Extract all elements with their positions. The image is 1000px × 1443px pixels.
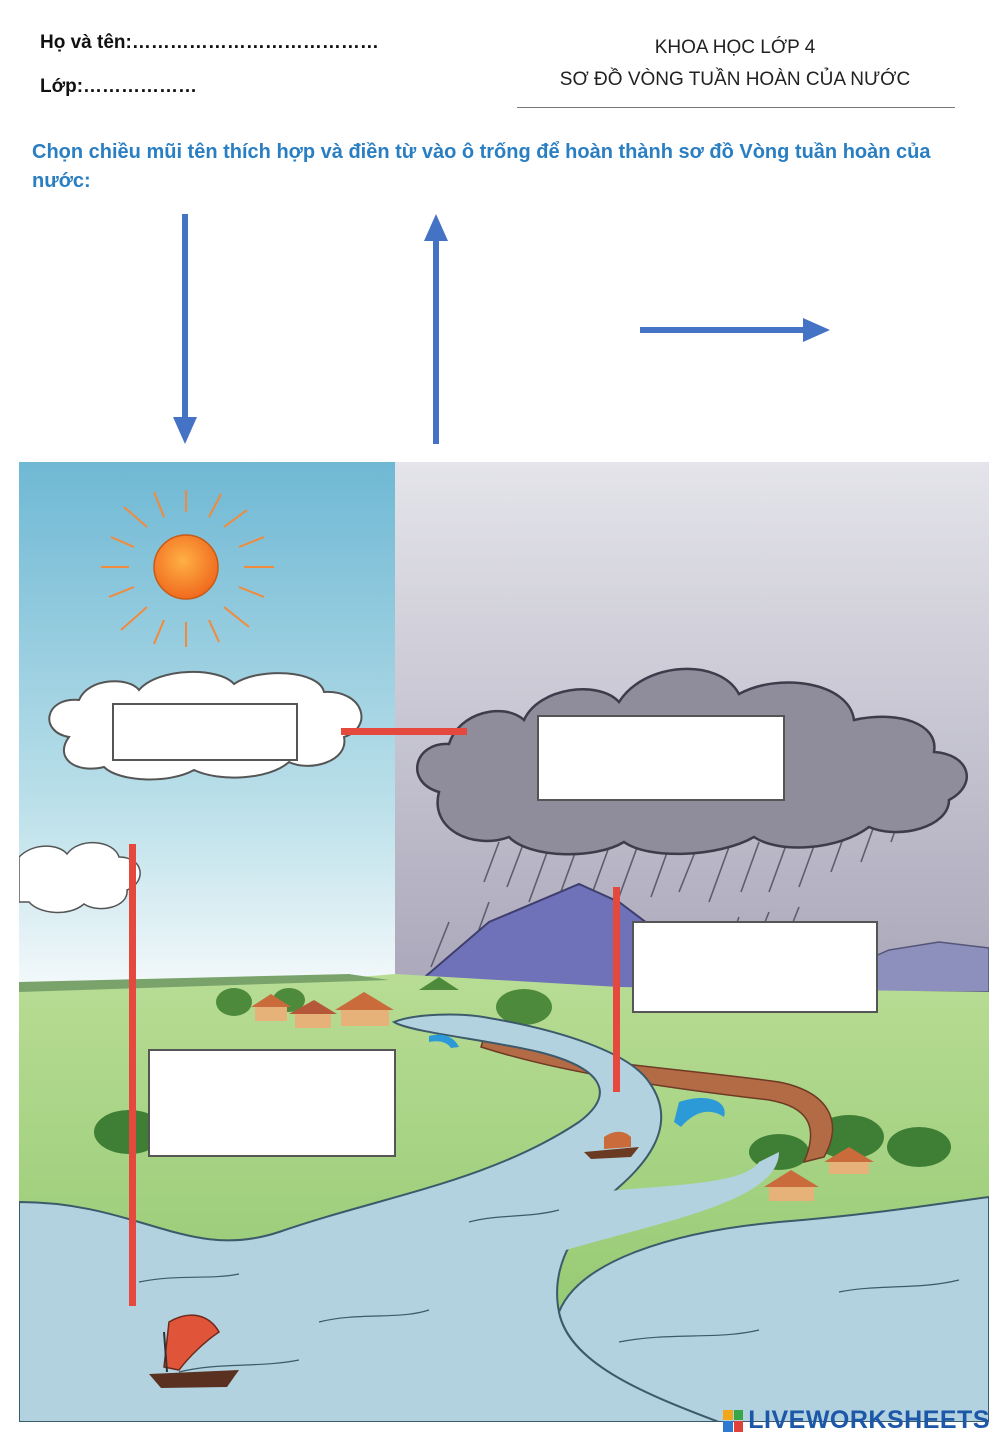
name-field-label: Họ và tên:…………………………………: [40, 32, 379, 53]
brand-name: LIVEWORKSHEETS: [748, 1406, 990, 1434]
liveworksheets-logo-icon: [723, 1409, 744, 1432]
class-field-label: Lớp:………………: [40, 76, 198, 97]
header-divider: [517, 107, 955, 108]
brand-footer: LIVEWORKSHEETS: [723, 1406, 990, 1435]
answer-box-evaporation[interactable]: [148, 1049, 396, 1157]
subject-label: KHOA HỌC LỚP 4: [654, 37, 816, 58]
connector-line-clouds: [341, 728, 467, 735]
page-title: SƠ ĐỒ VÒNG TUẦN HOÀN CỦA NƯỚC: [559, 69, 911, 90]
connector-line-evaporation: [129, 844, 136, 1306]
connector-line-rain: [613, 887, 620, 1092]
arrow-down-icon[interactable]: [170, 214, 200, 446]
answer-box-rain[interactable]: [632, 921, 878, 1013]
arrow-up-icon[interactable]: [421, 214, 451, 446]
answer-box-white-cloud[interactable]: [112, 703, 298, 761]
instruction-text: Chọn chiều mũi tên thích hợp và điền từ …: [32, 141, 931, 192]
answer-box-dark-cloud[interactable]: [537, 715, 785, 801]
arrow-right-icon[interactable]: [640, 315, 832, 345]
water-cycle-illustration: [19, 462, 989, 1422]
